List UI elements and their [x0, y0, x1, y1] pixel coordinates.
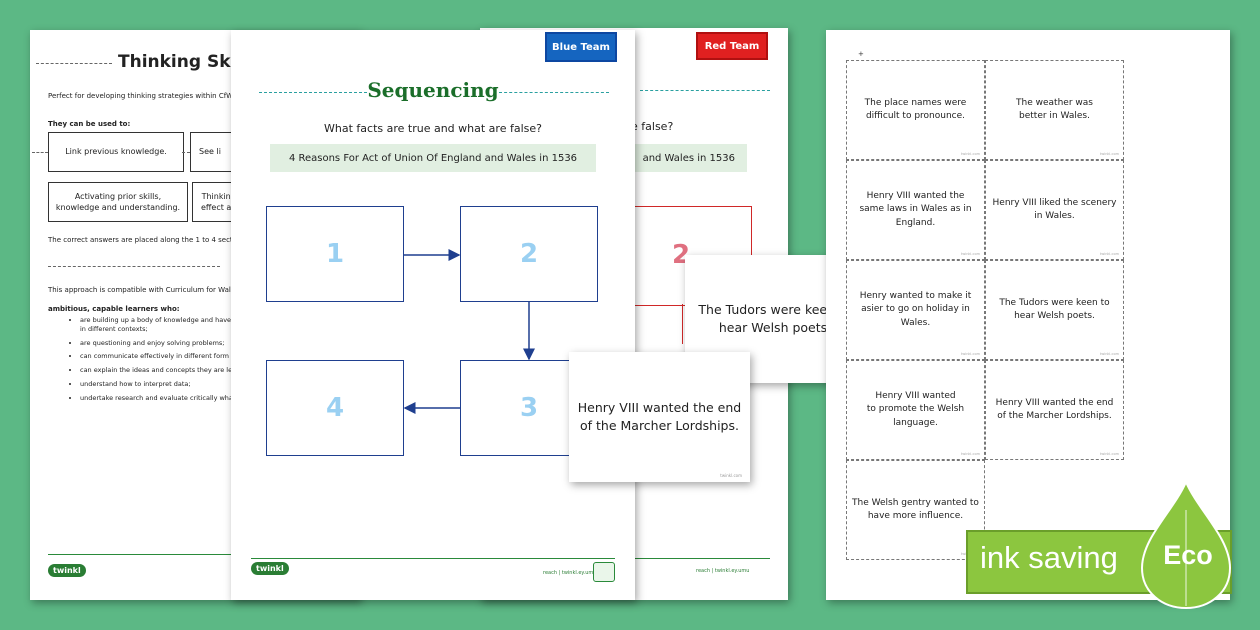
fact-card-grid: The place names were difficult to pronou…: [846, 60, 1126, 562]
eco-drop-icon: [1140, 480, 1232, 610]
card-footer: twinkl.com: [1099, 252, 1119, 256]
answers-note: The correct answers are placed along the…: [48, 236, 244, 244]
uses-heading: They can be used to:: [48, 120, 131, 128]
sequence-arrows: [403, 249, 535, 414]
section-divider: [48, 266, 220, 267]
blue-team-badge: Blue Team: [545, 32, 617, 62]
use-box-activating: Activating prior skills, knowledge and u…: [48, 182, 188, 222]
list-item: are questioning and enjoy solving proble…: [80, 339, 360, 348]
intro-text: Perfect for developing thinking strategi…: [48, 92, 235, 100]
fact-text: The place names were difficult to pronou…: [864, 97, 967, 121]
footer-line: [630, 558, 770, 559]
card-footer: twinkl.com: [960, 452, 980, 456]
list-item: undertake research and evaluate critical…: [80, 394, 360, 403]
fact-card[interactable]: Henry VIII wanted the end of the Marcher…: [985, 360, 1124, 460]
card-footer: twinkl.com: [1099, 152, 1119, 156]
list-item: can communicate effectively in different…: [80, 352, 360, 361]
sequencing-heading: Sequencing: [367, 78, 499, 102]
fact-text: Henry VIII liked the scenery in Wales.: [992, 197, 1117, 221]
compat-note: This approach is compatible with Curricu…: [48, 286, 239, 294]
list-item: can explain the ideas and concepts they …: [80, 366, 360, 375]
fact-card[interactable]: Henry VIII wanted the same laws in Wales…: [846, 160, 985, 260]
fact-text: Henry wanted to make it asier to go on h…: [859, 291, 972, 328]
fact-text: The Welsh gentry wanted to have more inf…: [852, 497, 979, 521]
row-divider: [182, 152, 190, 153]
fact-card[interactable]: Henry VIII liked the scenery in Wales. tw…: [985, 160, 1124, 260]
card-footer: twinkl.com: [960, 352, 980, 356]
use-box-link-knowledge: Link previous knowledge.: [48, 132, 184, 172]
learner-list: are building up a body of knowledge and …: [68, 316, 360, 407]
fact-text: Henry VIII wanted the same laws in Wales…: [859, 191, 972, 228]
card-footer: twinkl.com: [960, 152, 980, 156]
quality-badge-icon: [593, 562, 615, 582]
card-footer: twinkl.com: [1099, 452, 1119, 456]
fact-card[interactable]: Henry VIII wanted to promote the Welsh l…: [846, 360, 985, 460]
topic-banner: 4 Reasons For Act of Union Of England an…: [270, 144, 596, 172]
fact-card[interactable]: The Welsh gentry wanted to have more inf…: [846, 460, 985, 560]
footer-note: reach | twinkl.ey.umu: [543, 570, 597, 576]
fact-card[interactable]: The Tudors were keen to hear Welsh poets…: [985, 260, 1124, 360]
footer-note: reach | twinkl.ey.umu: [696, 568, 750, 574]
fact-text: The Tudors were keen to hear Welsh poets…: [999, 297, 1110, 321]
cut-mark: +: [858, 50, 864, 58]
twinkl-logo: twinkl: [251, 562, 289, 575]
card-footer: twinkl.com: [720, 473, 742, 478]
heading-divider-right: [499, 92, 609, 93]
heading-divider: [640, 90, 770, 91]
fact-text: The weather was better in Wales.: [1016, 97, 1093, 121]
fact-text: Henry VIII wanted the end of the Marcher…: [995, 397, 1114, 421]
fact-card[interactable]: The place names were difficult to pronou…: [846, 60, 985, 160]
fact-card[interactable]: Henry wanted to make it asier to go on h…: [846, 260, 985, 360]
fact-card[interactable]: The weather was better in Wales. twinkl.c…: [985, 60, 1124, 160]
list-item: are building up a body of knowledge and …: [80, 316, 360, 334]
learners-heading: ambitious, capable learners who:: [48, 305, 180, 313]
ink-saving-text: ink saving: [980, 540, 1118, 575]
red-team-badge: Red Team: [696, 32, 768, 60]
blue-team-sheet: Blue Team Sequencing What facts are true…: [231, 30, 635, 600]
title-divider-left: [36, 63, 112, 64]
card-footer: twinkl.com: [960, 252, 980, 256]
sequence-box-2: 2: [460, 206, 598, 302]
footer-line: [251, 558, 615, 559]
red-connector: [682, 304, 683, 344]
eco-label: Eco: [1163, 540, 1213, 570]
subtitle: What facts are true and what are false?: [324, 122, 542, 135]
footer-line: [48, 554, 360, 555]
sheet-title: Thinking Skill: [118, 52, 248, 72]
card-marcher-lordships[interactable]: Henry VIII wanted the end of the Marcher…: [569, 352, 750, 482]
sequence-box-1: 1: [266, 206, 404, 302]
fact-text: Henry VIII wanted to promote the Welsh l…: [866, 391, 965, 428]
heading-divider-left: [259, 92, 367, 93]
row-divider: [32, 152, 48, 153]
fact-cards-sheet: + The place names were difficult to pron…: [826, 30, 1230, 600]
card-text: Henry VIII wanted the end of the Marcher…: [577, 399, 742, 433]
twinkl-logo: twinkl: [48, 564, 86, 577]
card-footer: twinkl.com: [1099, 352, 1119, 356]
list-item: understand how to interpret data;: [80, 380, 360, 389]
